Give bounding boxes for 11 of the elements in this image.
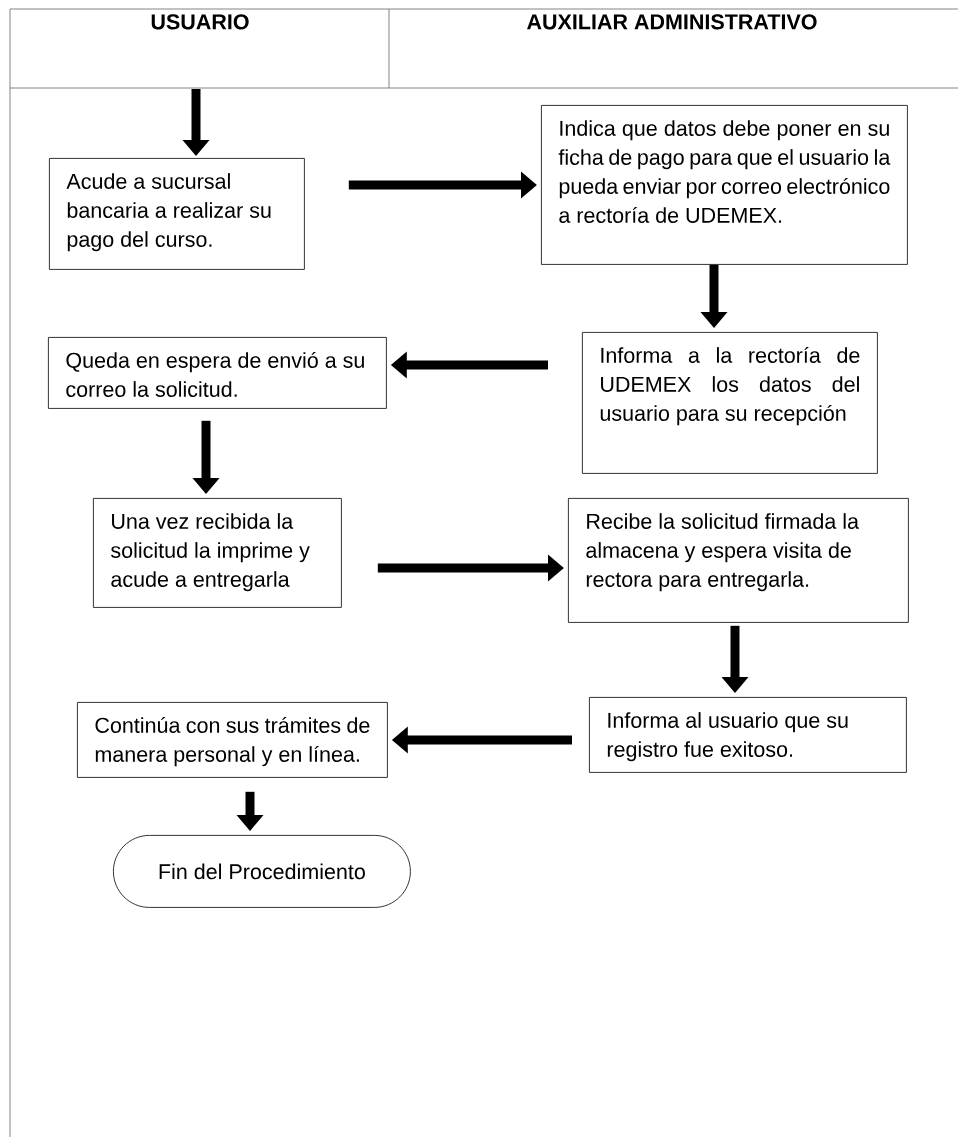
process-box: Indica que datos debe poner en su ficha de pago para que el usuario la pueda enviar por correo electrónico a rectoría de UDEMEX. <box>541 105 908 265</box>
process-box: Informa a la rectoría de UDEMEX los datos del usuario para su recepción <box>582 332 878 474</box>
lane-header: AUXILIAR ADMINISTRATIVO <box>527 14 817 30</box>
process-box: Acude a sucursal bancaria a realizar su pago del curso. <box>49 158 305 270</box>
process-box: Informa al usuario que su registro fue exitoso. <box>589 697 907 773</box>
lane-header: USUARIO <box>151 14 249 30</box>
terminator-box: Fin del Procedimiento <box>113 835 411 908</box>
process-box: Queda en espera de envió a su correo la solicitud. <box>48 337 387 409</box>
process-box: Recibe la solicitud firmada la almacena y espera visita de rectora para entregarla. <box>568 498 909 623</box>
process-box: Continúa con sus trámites de manera personal y en línea. <box>77 702 388 778</box>
process-box: Una vez recibida la solicitud la imprime y acude a entregarla <box>93 498 342 608</box>
